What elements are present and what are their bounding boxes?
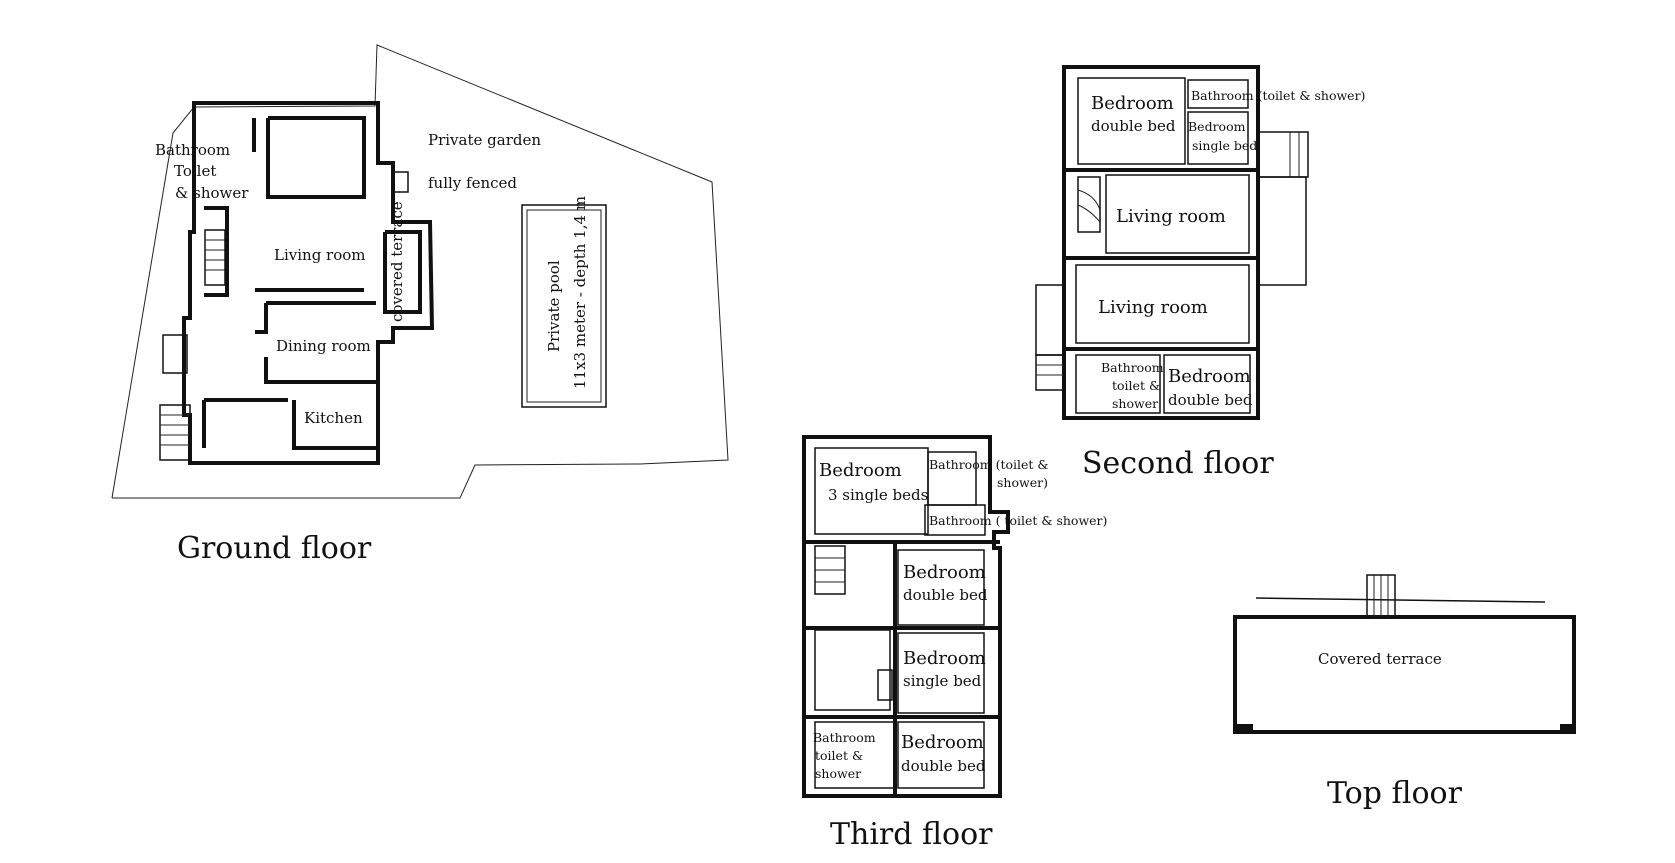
ground-floor-title: Ground floor bbox=[177, 531, 372, 566]
second-bedroom-a-sub: double bed bbox=[1091, 117, 1176, 135]
second-floor-title: Second floor bbox=[1082, 446, 1274, 481]
third-bedroom-b-label: Bedroom bbox=[903, 562, 986, 583]
top-corner-mark-right bbox=[1560, 724, 1574, 732]
third-building-walls bbox=[802, 435, 1010, 798]
second-living-room-1-label: Living room bbox=[1116, 206, 1226, 227]
third-bathroom-1-line2: shower) bbox=[997, 475, 1048, 490]
pool-label-line1: Private pool bbox=[545, 260, 563, 352]
ground-bathroom-label: Bathroom bbox=[155, 141, 230, 159]
third-floor-plan: Bedroom 3 single beds Bathroom (toilet &… bbox=[802, 435, 1107, 852]
ground-living-room-label: Living room bbox=[274, 246, 366, 264]
second-bedroom-b-label: Bedroom bbox=[1188, 119, 1246, 134]
ground-covered-terrace-label: covered terrace bbox=[388, 201, 406, 322]
third-bedroom-c-sub: single bed bbox=[903, 672, 982, 690]
third-bedroom-a-sub: 3 single beds bbox=[828, 486, 928, 504]
third-bedroom-b-sub: double bed bbox=[903, 586, 988, 604]
second-bedroom-b-sub: single bed bbox=[1192, 138, 1257, 153]
second-floor-plan: Bedroom double bed Bathroom (toilet & sh… bbox=[1035, 65, 1365, 481]
third-floor-title: Third floor bbox=[830, 817, 993, 852]
second-bathroom-bottom-line3: shower bbox=[1112, 396, 1158, 411]
ground-bathroom-label-line3: & shower bbox=[175, 184, 249, 202]
garden-label-line1: Private garden bbox=[428, 131, 541, 149]
second-bedroom-c-label: Bedroom bbox=[1168, 366, 1251, 387]
third-bathroom-3-label: Bathroom bbox=[813, 730, 876, 745]
ground-bathroom-label-line2: Toilet bbox=[174, 162, 216, 180]
ground-kitchen-label: Kitchen bbox=[304, 409, 363, 427]
second-bathroom-bottom-line2: toilet & bbox=[1112, 378, 1160, 393]
second-bedroom-c-sub: double bed bbox=[1168, 391, 1253, 409]
second-bathroom-top-label: Bathroom (toilet & shower) bbox=[1191, 88, 1365, 103]
top-covered-terrace-label: Covered terrace bbox=[1318, 650, 1442, 668]
ground-interior-walls bbox=[202, 116, 422, 450]
second-stairs bbox=[1035, 131, 1309, 391]
third-bedroom-c-label: Bedroom bbox=[903, 648, 986, 669]
ground-dining-room-label: Dining room bbox=[276, 337, 371, 355]
top-corner-mark-left bbox=[1237, 724, 1253, 732]
third-bathroom-3-line3: shower bbox=[815, 766, 861, 781]
top-floor-plan: Covered terrace Top floor bbox=[1233, 574, 1576, 811]
third-bathroom-1-label: Bathroom (toilet & bbox=[929, 457, 1049, 472]
ground-stairs bbox=[159, 229, 226, 461]
second-bedroom-a-label: Bedroom bbox=[1091, 93, 1174, 114]
second-living-room-2-label: Living room bbox=[1098, 297, 1208, 318]
ground-building-walls bbox=[182, 101, 435, 465]
private-pool bbox=[521, 204, 607, 408]
pool-label-line2: 11x3 meter - depth 1,4 m bbox=[571, 196, 589, 389]
third-stairs bbox=[814, 545, 893, 701]
garden-label-line2: fully fenced bbox=[428, 174, 517, 192]
top-terrace-walls bbox=[1233, 615, 1576, 734]
second-building-walls bbox=[1062, 65, 1260, 420]
third-interior-walls bbox=[804, 447, 1000, 796]
ground-floor-plan: Bathroom Toilet & shower Living room Din… bbox=[111, 44, 729, 566]
second-interior-walls bbox=[1064, 77, 1258, 414]
third-bedroom-a-label: Bedroom bbox=[819, 460, 902, 481]
third-bedroom-d-label: Bedroom bbox=[901, 732, 984, 753]
third-bathroom-3-line2: toilet & bbox=[815, 748, 863, 763]
third-bathroom-2-label: Bathroom ( toilet & shower) bbox=[929, 513, 1107, 528]
garden-boundary bbox=[111, 44, 729, 499]
third-bedroom-d-sub: double bed bbox=[901, 757, 986, 775]
second-bathroom-bottom-label: Bathroom bbox=[1101, 360, 1164, 375]
top-floor-title: Top floor bbox=[1327, 776, 1463, 811]
